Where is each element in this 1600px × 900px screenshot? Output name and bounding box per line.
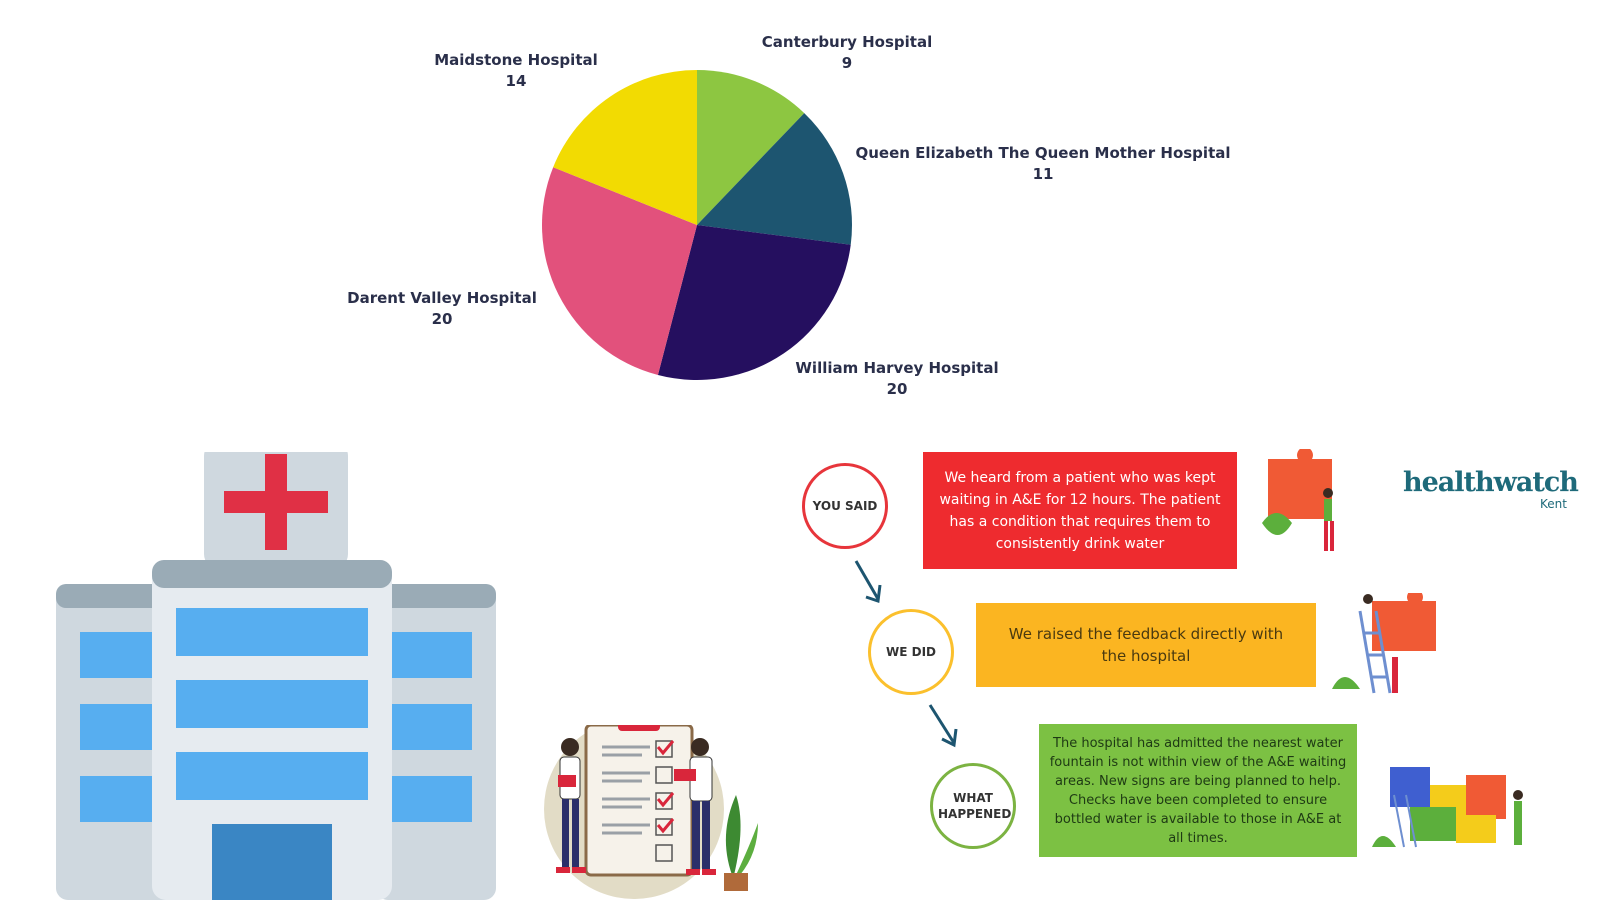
pie-slice-darent-valley-hospital [542, 167, 697, 375]
you-said-title: YOU SAID [812, 499, 878, 513]
pie-label: Darent Valley Hospital 20 [347, 288, 537, 330]
you-said-circle: YOU SAID [802, 463, 888, 549]
we-did-circle: WE DID [868, 609, 954, 695]
pie-label-name: William Harvey Hospital [795, 359, 999, 377]
pie-slice-queen-elizabeth-the-queen-mother-hospital [697, 113, 852, 245]
pie-label-value: 20 [431, 310, 453, 328]
pie-slice-canterbury-hospital [697, 70, 805, 225]
pie-label-name: Maidstone Hospital [434, 51, 598, 69]
we-did-title: WE DID [886, 645, 936, 659]
pie-label-value: 11 [1032, 165, 1054, 183]
pie-label-name: Queen Elizabeth The Queen Mother Hospita… [855, 144, 1231, 162]
pie-label: William Harvey Hospital 20 [795, 358, 998, 400]
you-said-we-did-panel: YOU SAID We heard from a patient who was… [802, 449, 1600, 900]
pie-label: Canterbury Hospital 9 [762, 32, 932, 74]
pie-chart [542, 70, 852, 381]
you-said-text: We heard from a patient who was kept wai… [939, 469, 1221, 552]
pie-label-value: 20 [886, 380, 908, 398]
what-happened-box: The hospital has admitted the nearest wa… [1039, 724, 1357, 857]
pie-slice-maidstone-hospital [553, 70, 697, 225]
we-did-box: We raised the feedback directly with the… [976, 603, 1316, 687]
pie-slice-william-harvey-hospital [657, 225, 851, 381]
pie-label-value: 9 [841, 54, 853, 72]
what-happened-text: The hospital has admitted the nearest wa… [1049, 735, 1347, 846]
ladder-puzzle-icon [1332, 593, 1436, 694]
healthwatch-logo: healthwatch Kent [1403, 467, 1579, 512]
you-said-box: We heard from a patient who was kept wai… [923, 452, 1237, 569]
logo-region: Kent [1540, 497, 1567, 511]
pie-label: Queen Elizabeth The Queen Mother Hospita… [856, 143, 1231, 185]
we-did-text: We raised the feedback directly with the… [1008, 625, 1284, 665]
what-happened-circle: WHAT HAPPENED [930, 763, 1016, 849]
pie-label-name: Canterbury Hospital [761, 33, 933, 51]
hospital-building-icon [56, 452, 496, 900]
pie-label: Maidstone Hospital 14 [434, 50, 598, 92]
puzzle-people-icon [1262, 449, 1334, 551]
pie-label-name: Darent Valley Hospital [347, 289, 537, 307]
flow-arrows [854, 560, 958, 748]
what-happened-title: WHAT HAPPENED [938, 791, 1012, 821]
puzzle-team-icon [1372, 767, 1523, 848]
logo-name: healthwatch [1403, 467, 1579, 498]
pie-label-value: 14 [505, 72, 527, 90]
checklist-clipboard-icon [544, 725, 758, 899]
